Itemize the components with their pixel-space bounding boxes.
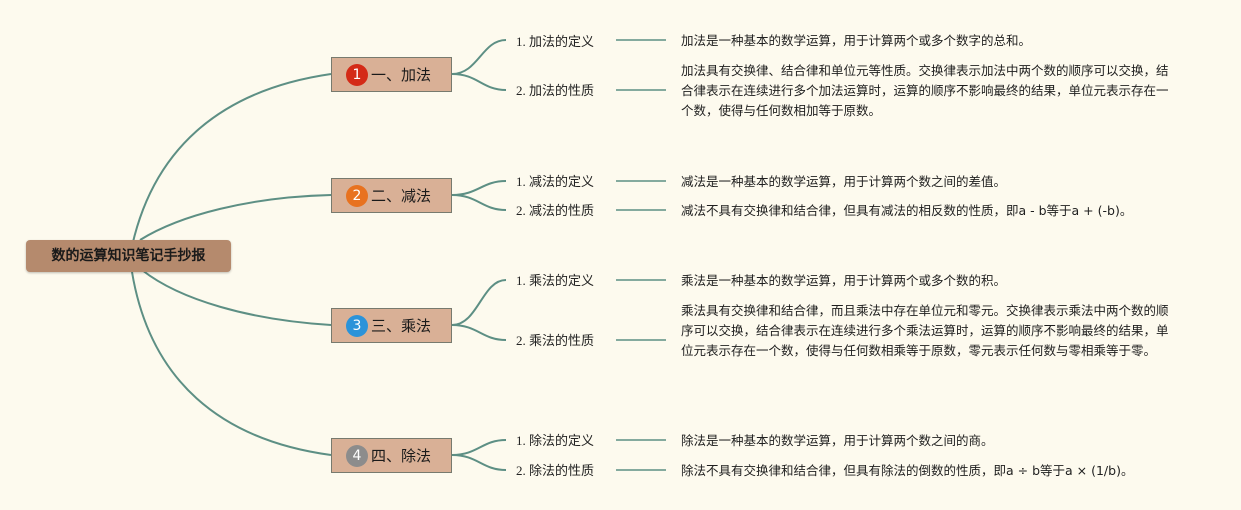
connector-line [451, 39, 507, 75]
topic-multiplication-definition[interactable]: 1. 乘法的定义 [516, 273, 595, 288]
branch-label: 四、除法 [371, 447, 432, 465]
topic-division-definition[interactable]: 1. 除法的定义 [516, 433, 595, 448]
number-badge-3: 3 [346, 314, 368, 337]
desc-multiplication-properties: 乘法具有交换律和结合律，而且乘法中存在单位元和零元。交换律表示乘法中两个数的顺序… [681, 303, 1169, 358]
topic-addition-properties[interactable]: 2. 加法的性质 [516, 83, 595, 98]
root-topic[interactable]: 数的运算知识笔记手抄报 [26, 240, 231, 272]
branch-multiplication[interactable]: 3 三、乘法 [331, 308, 452, 343]
connector-line [129, 73, 332, 257]
number-badge-1: 1 [346, 63, 368, 86]
topic-addition-definition[interactable]: 1. 加法的定义 [516, 34, 595, 49]
topic-subtraction-properties[interactable]: 2. 减法的性质 [516, 203, 595, 218]
desc-addition-properties: 加法具有交换律、结合律和单位元等性质。交换律表示加法中两个数的顺序可以交换，结合… [681, 63, 1169, 118]
number-badge-2: 2 [346, 184, 368, 207]
branch-label: 二、减法 [371, 187, 432, 205]
desc-subtraction-definition: 减法是一种基本的数学运算，用于计算两个数之间的差值。 [681, 174, 1007, 189]
connector-line [131, 271, 332, 456]
connector-line [451, 324, 507, 341]
desc-division-definition: 除法是一种基本的数学运算，用于计算两个数之间的商。 [681, 433, 994, 448]
branch-label: 一、加法 [371, 66, 432, 84]
desc-multiplication-definition: 乘法是一种基本的数学运算，用于计算两个或多个数的积。 [681, 273, 1007, 288]
desc-subtraction-properties: 减法不具有交换律和结合律，但具有减法的相反数的性质，即a - b等于a + (-… [681, 203, 1133, 218]
desc-division-properties: 除法不具有交换律和结合律，但具有除法的倒数的性质，即a ÷ b等于a × (1/… [681, 463, 1134, 478]
connector-line [139, 194, 332, 241]
branch-subtraction[interactable]: 2 二、减法 [331, 178, 452, 213]
connector-line [451, 180, 507, 196]
branch-addition[interactable]: 1 一、加法 [331, 57, 452, 92]
connector-line [141, 269, 332, 326]
topic-subtraction-definition[interactable]: 1. 减法的定义 [516, 174, 595, 189]
topic-multiplication-properties[interactable]: 2. 乘法的性质 [516, 333, 595, 348]
desc-addition-definition: 加法是一种基本的数学运算，用于计算两个或多个数字的总和。 [681, 33, 1032, 48]
connector-line [451, 194, 507, 211]
connector-line [451, 73, 507, 91]
connector-line [451, 439, 507, 456]
branch-label: 三、乘法 [371, 317, 432, 335]
branch-division[interactable]: 4 四、除法 [331, 438, 452, 473]
number-badge-4: 4 [346, 444, 368, 467]
connector-line [451, 279, 507, 326]
topic-division-properties[interactable]: 2. 除法的性质 [516, 463, 595, 478]
connector-line [451, 454, 507, 471]
